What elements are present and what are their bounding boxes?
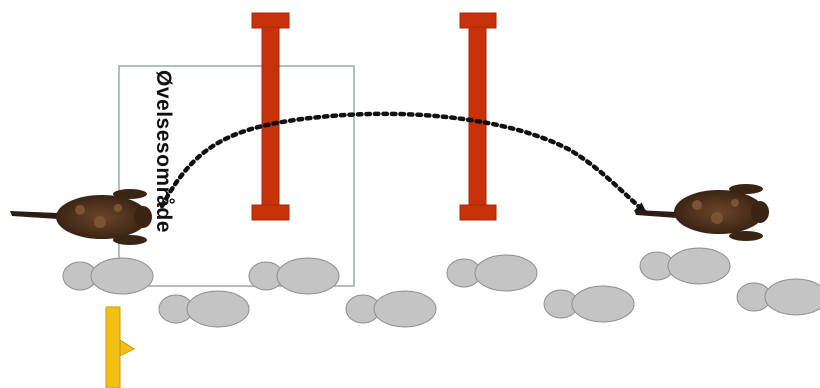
- stone-icon: [158, 290, 250, 328]
- flag-icon: [105, 306, 136, 388]
- stone-icon: [639, 247, 731, 285]
- stone-icon: [446, 254, 538, 292]
- stone-icon: [62, 257, 154, 295]
- stone-icon: [345, 290, 437, 328]
- bar-obstacle-icon: [459, 12, 497, 221]
- practice-area: [118, 65, 355, 287]
- practice-area-label: Øvelsesområde: [151, 70, 175, 290]
- stone-icon: [543, 285, 635, 323]
- stone-icon: [736, 278, 820, 316]
- area-label-text: Øvelsesområde: [152, 70, 175, 233]
- animal-icon: [634, 184, 769, 241]
- jump-path-arrow: [159, 111, 648, 215]
- stone-icon: [248, 257, 340, 295]
- animal-icon: [10, 189, 152, 245]
- bar-obstacle-icon: [251, 12, 290, 221]
